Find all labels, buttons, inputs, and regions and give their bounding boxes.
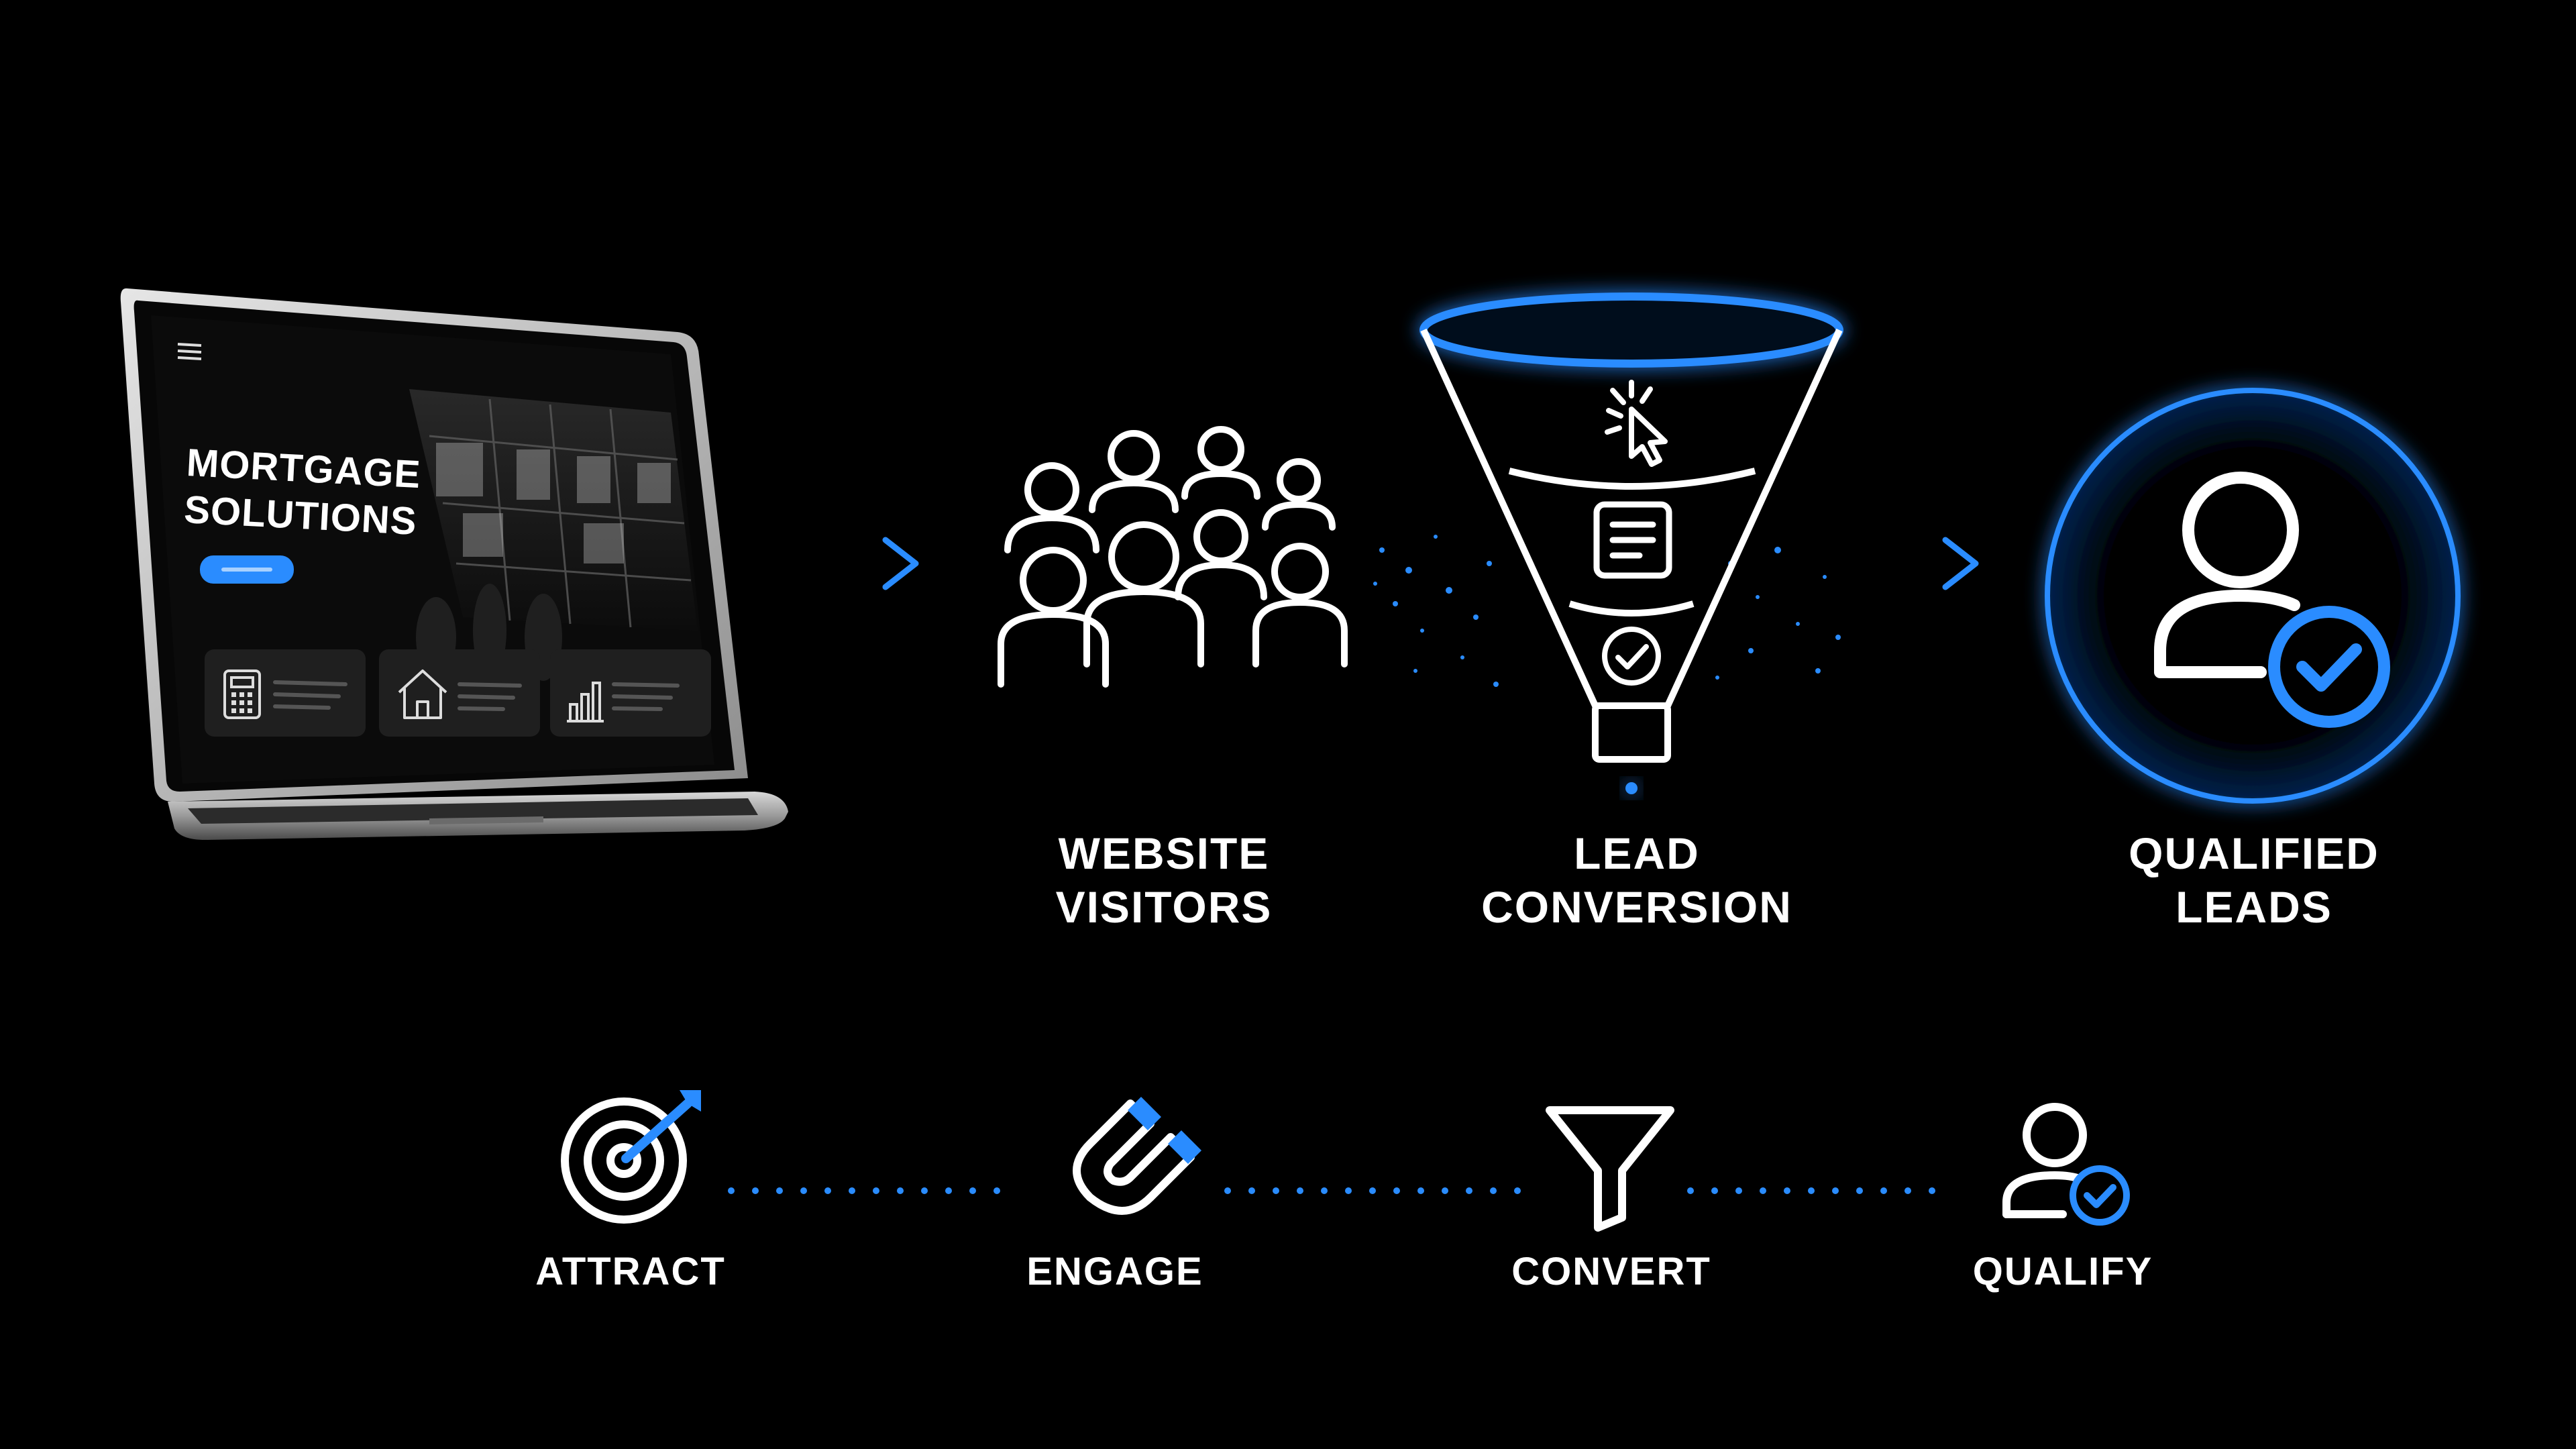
house-icon bbox=[398, 669, 447, 719]
laptop-illustration bbox=[120, 288, 788, 841]
bar-chart-icon bbox=[567, 682, 604, 722]
stage-qualified-line1: QUALIFIED bbox=[2129, 828, 2379, 878]
connector-attract-engage bbox=[728, 1187, 1000, 1194]
step-label-attract: ATTRACT bbox=[535, 1250, 726, 1293]
cursor-click-icon bbox=[1605, 380, 1668, 467]
stage-visitors-line1: WEBSITE bbox=[1058, 828, 1270, 878]
form-icon bbox=[1593, 501, 1672, 579]
stage-conversion-line2: CONVERSION bbox=[1481, 882, 1792, 932]
step-connectors bbox=[728, 1187, 1935, 1194]
filter-icon bbox=[1546, 1106, 1674, 1232]
stage-label-conversion: LEAD CONVERSION bbox=[1402, 826, 1872, 934]
user-check-small-icon bbox=[2002, 1103, 2130, 1226]
magnet-icon bbox=[1073, 1097, 1201, 1215]
step-label-engage: ENGAGE bbox=[1026, 1250, 1203, 1293]
laptop-mockup: MORTGAGE SOLUTIONS bbox=[114, 282, 932, 841]
connector-convert-qualify bbox=[1687, 1187, 1935, 1194]
stage-qualified-line2: LEADS bbox=[2176, 882, 2332, 932]
target-arrow-icon bbox=[561, 1090, 701, 1224]
user-check-icon bbox=[2045, 388, 2461, 804]
arrow-icon bbox=[792, 537, 919, 590]
step-label-convert: CONVERT bbox=[1511, 1250, 1711, 1293]
stage-conversion-line1: LEAD bbox=[1574, 828, 1700, 878]
people-group-icon bbox=[998, 426, 1348, 688]
calculator-icon bbox=[223, 669, 261, 719]
hamburger-icon bbox=[177, 343, 202, 360]
stage-visitors-line2: VISITORS bbox=[1055, 882, 1273, 932]
stage-label-visitors: WEBSITE VISITORS bbox=[929, 826, 1399, 934]
stage-label-qualified: QUALIFIED LEADS bbox=[2019, 826, 2489, 934]
step-label-qualify: QUALIFY bbox=[1972, 1250, 2153, 1293]
funnel-icon bbox=[1419, 292, 1843, 794]
check-circle-icon bbox=[1602, 627, 1661, 686]
particle-stream bbox=[1373, 535, 1841, 687]
arrow-icon bbox=[1851, 537, 1979, 590]
connector-engage-convert bbox=[1224, 1187, 1521, 1194]
laptop-hero-title: MORTGAGE SOLUTIONS bbox=[183, 439, 422, 545]
